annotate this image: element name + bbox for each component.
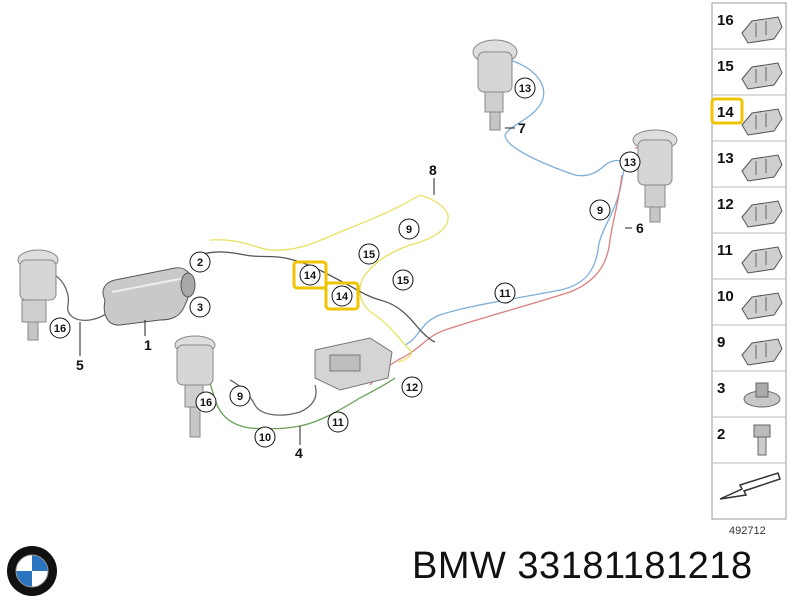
panel-item-number: 11 xyxy=(717,242,733,259)
panel-item-number: 14 xyxy=(717,104,734,121)
grey-line xyxy=(199,251,436,343)
callout-14a: 14 xyxy=(304,270,317,282)
bmw-logo-icon xyxy=(7,546,57,596)
panel-part-image xyxy=(743,382,781,408)
callout-7: 7 xyxy=(518,120,526,136)
panel-row-11: 11 xyxy=(712,242,786,280)
panel-item-number: 10 xyxy=(717,288,734,305)
air-strut-left xyxy=(17,249,59,341)
leader-lines xyxy=(79,127,632,445)
panel-part-image xyxy=(741,246,783,274)
callout-10: 10 xyxy=(259,432,271,444)
panel-row-10: 10 xyxy=(712,288,786,326)
panel-part-image xyxy=(741,292,783,320)
panel-item-number: 15 xyxy=(717,58,734,75)
panel-part-image xyxy=(741,108,783,136)
callout-4: 4 xyxy=(295,445,303,461)
air-strut-front-left xyxy=(174,335,216,438)
yellow-line xyxy=(209,194,449,363)
callout-13b: 13 xyxy=(624,157,636,169)
red-line xyxy=(369,145,673,386)
callout-11a: 11 xyxy=(332,417,344,429)
callout-2: 2 xyxy=(197,257,203,269)
panel-item-number: 3 xyxy=(717,380,725,397)
panel-row-15: 15 xyxy=(712,58,786,96)
callout-11b: 11 xyxy=(499,288,511,300)
callout-6: 6 xyxy=(636,220,644,236)
sheet-number: 492712 xyxy=(729,525,766,537)
part-number-label: BMW 33181181218 xyxy=(412,545,753,587)
left-line xyxy=(54,274,109,321)
callout-5: 5 xyxy=(76,357,84,373)
panel-item-number: 9 xyxy=(717,334,725,351)
panel-part-image xyxy=(741,200,783,228)
panel-part-image xyxy=(741,16,783,44)
panel-item-number: 12 xyxy=(717,196,734,213)
air-strut-right xyxy=(632,129,678,223)
panel-row-16: 16 xyxy=(712,12,786,50)
panel-item-number: 16 xyxy=(717,12,734,29)
panel-row-3: 3 xyxy=(712,380,786,418)
panel-part-image xyxy=(741,338,783,366)
valve-block xyxy=(314,337,393,391)
callout-9b: 9 xyxy=(406,224,412,236)
panel-part-image xyxy=(741,154,783,182)
panel-row-9: 9 xyxy=(712,334,786,372)
parts-panel: 16 15 14 13 12 11 10 9 3 2 xyxy=(710,2,787,520)
callout-3: 3 xyxy=(197,302,203,314)
panel-row-2: 2 xyxy=(712,424,786,464)
panel-part-image xyxy=(741,62,783,90)
callout-9c: 9 xyxy=(597,205,603,217)
callout-9a: 9 xyxy=(237,391,243,403)
callout-15b: 15 xyxy=(397,275,409,287)
panel-item-number: 2 xyxy=(717,426,725,443)
callout-16b: 16 xyxy=(200,397,212,409)
pressure-reservoir xyxy=(102,267,196,326)
panel-row-13: 13 xyxy=(712,150,786,188)
callout-12: 12 xyxy=(406,382,418,394)
callout-1: 1 xyxy=(144,337,152,353)
air-strut-top xyxy=(472,39,518,131)
circled-callouts: 2 3 16 16 9 10 11 12 11 15 15 9 xyxy=(49,77,641,448)
part-number-labels: 1 5 4 7 6 8 xyxy=(76,120,644,461)
arrow-icon xyxy=(719,472,781,500)
callout-8: 8 xyxy=(429,162,437,178)
callout-13a: 13 xyxy=(519,83,531,95)
panel-row-14: 14 xyxy=(710,97,786,142)
panel-item-number: 13 xyxy=(717,150,734,167)
callout-16a: 16 xyxy=(54,323,66,335)
callout-14b: 14 xyxy=(336,291,349,303)
panel-part-image xyxy=(753,424,771,456)
panel-row-12: 12 xyxy=(712,196,786,234)
highlighted-callouts: 14 14 xyxy=(292,260,360,311)
callout-15a: 15 xyxy=(363,249,375,261)
